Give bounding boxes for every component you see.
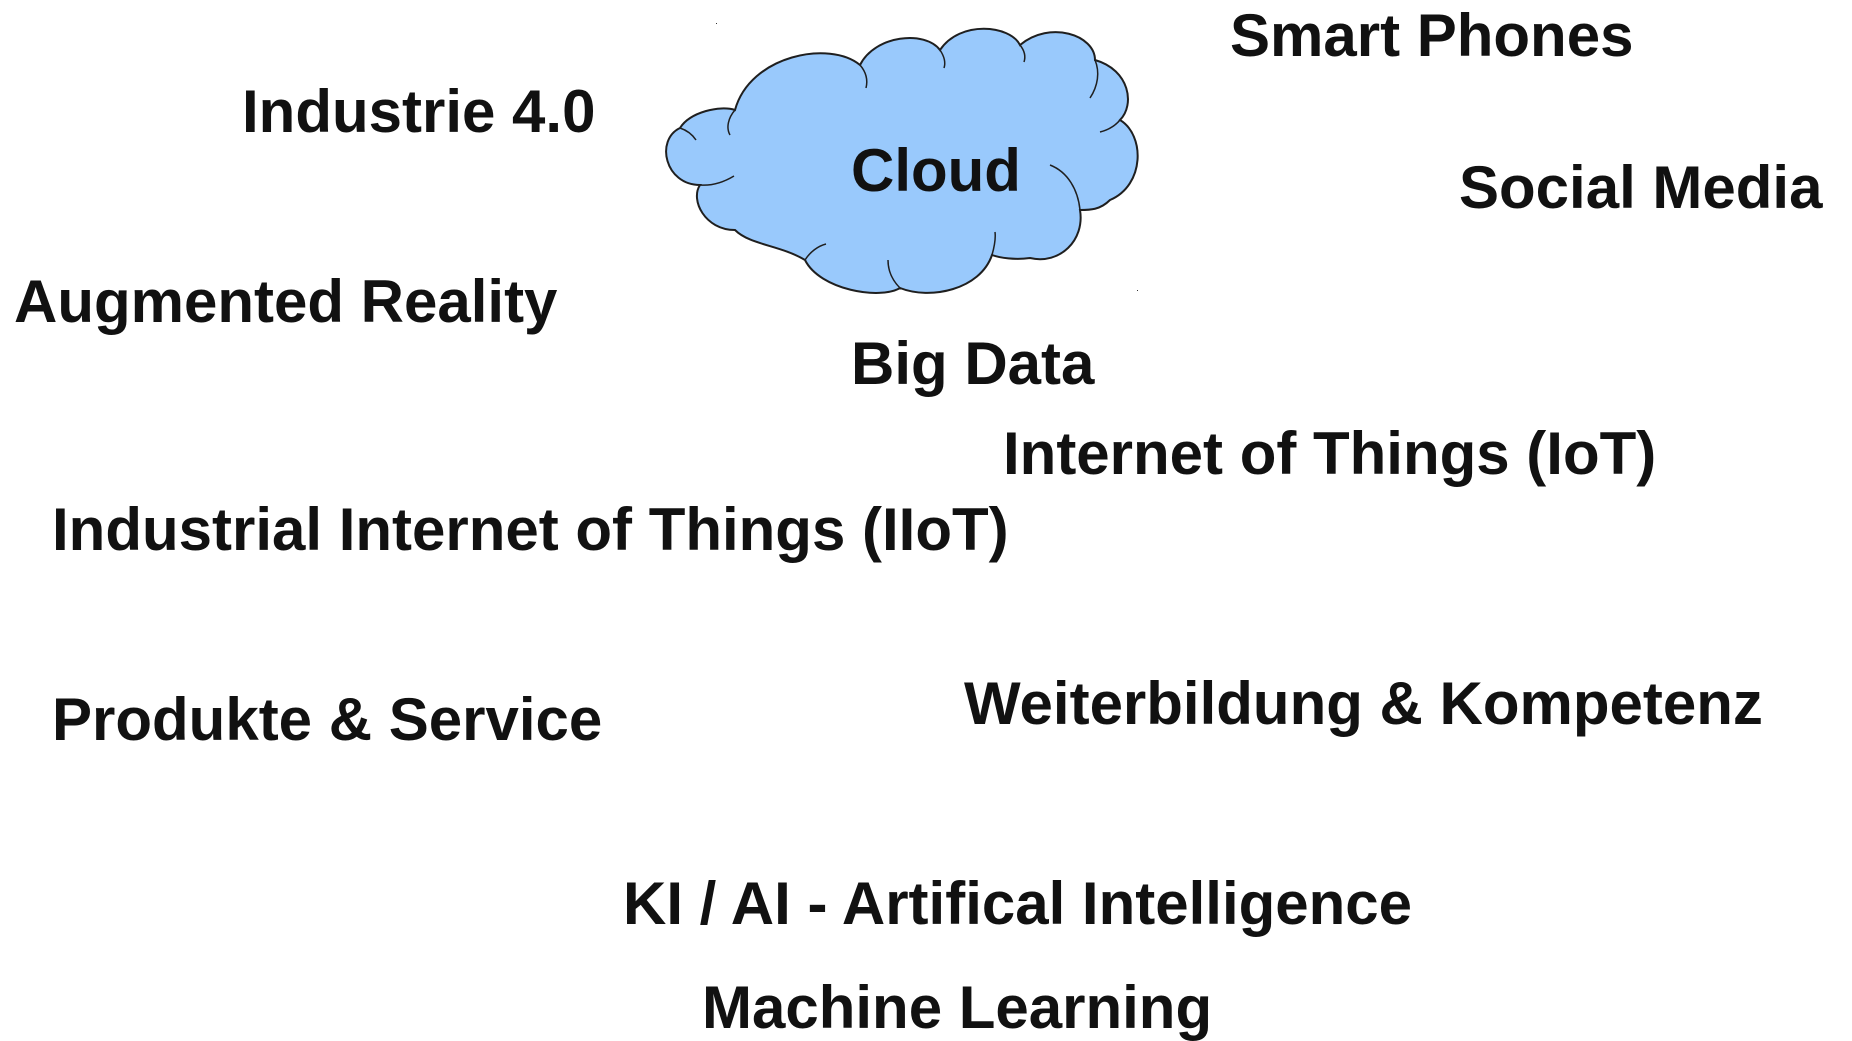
term-social-media: Social Media: [1459, 154, 1823, 221]
term-machine-learning: Machine Learning: [702, 974, 1213, 1041]
cloud-inner-curve: [859, 64, 868, 89]
cloud-inner-curve: [887, 259, 901, 289]
term-big-data: Big Data: [851, 330, 1095, 397]
cloud-inner-curve: [1099, 119, 1121, 133]
selection-handle-dot: [1137, 290, 1138, 291]
term-iiot: Industrial Internet of Things (IIoT): [52, 496, 1009, 563]
term-iot: Internet of Things (IoT): [1003, 420, 1657, 487]
cloud-inner-curve: [991, 231, 996, 256]
cloud-inner-curve: [679, 127, 697, 141]
cloud-label: Cloud: [851, 137, 1021, 204]
cloud-inner-curve: [1019, 44, 1026, 63]
cloud-shape-outline: [665, 27, 1139, 294]
term-weiterbildung-kompetenz: Weiterbildung & Kompetenz: [964, 670, 1763, 737]
cloud-inner-curve: [1049, 164, 1081, 211]
cloud-inner-curve: [727, 109, 736, 136]
term-smart-phones: Smart Phones: [1230, 2, 1634, 69]
cloud-inner-curve: [804, 243, 827, 261]
cloud-inner-curve: [699, 175, 735, 186]
cloud-inner-curve: [939, 49, 946, 69]
cloud-inner-curve: [1089, 59, 1099, 99]
term-produkte-service: Produkte & Service: [52, 686, 603, 753]
selection-handle-dot: [716, 23, 717, 24]
term-augmented-reality: Augmented Reality: [14, 268, 558, 335]
term-ki-ai: KI / AI - Artifical Intelligence: [623, 870, 1413, 937]
term-industrie-4-0: Industrie 4.0: [242, 78, 596, 145]
